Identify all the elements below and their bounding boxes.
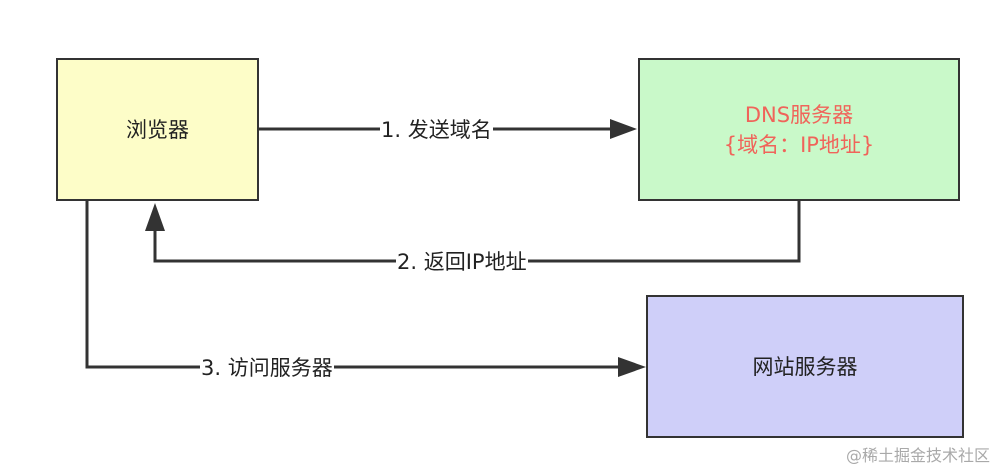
- browser-label: 浏览器: [126, 117, 189, 142]
- browser-node: 浏览器: [56, 58, 259, 201]
- arrowhead-up-icon: [145, 203, 165, 231]
- edge-label-send-domain: 1. 发送域名: [380, 117, 493, 143]
- web-server-node: 网站服务器: [646, 295, 964, 438]
- web-server-label: 网站服务器: [752, 354, 858, 379]
- arrowhead-right-icon: [610, 119, 637, 139]
- edge-visit-server: [85, 201, 646, 377]
- edge-label-return-ip: 2. 返回IP地址: [396, 249, 528, 275]
- watermark: @稀土掘金技术社区: [845, 446, 990, 465]
- dns-server-title: DNS服务器: [744, 102, 854, 127]
- edge-label-visit-server: 3. 访问服务器: [200, 355, 334, 381]
- arrowhead-right-icon: [618, 357, 646, 377]
- dns-server-node: DNS服务器 {域名：IP地址}: [638, 58, 960, 201]
- dns-server-subtitle: {域名：IP地址}: [723, 132, 875, 157]
